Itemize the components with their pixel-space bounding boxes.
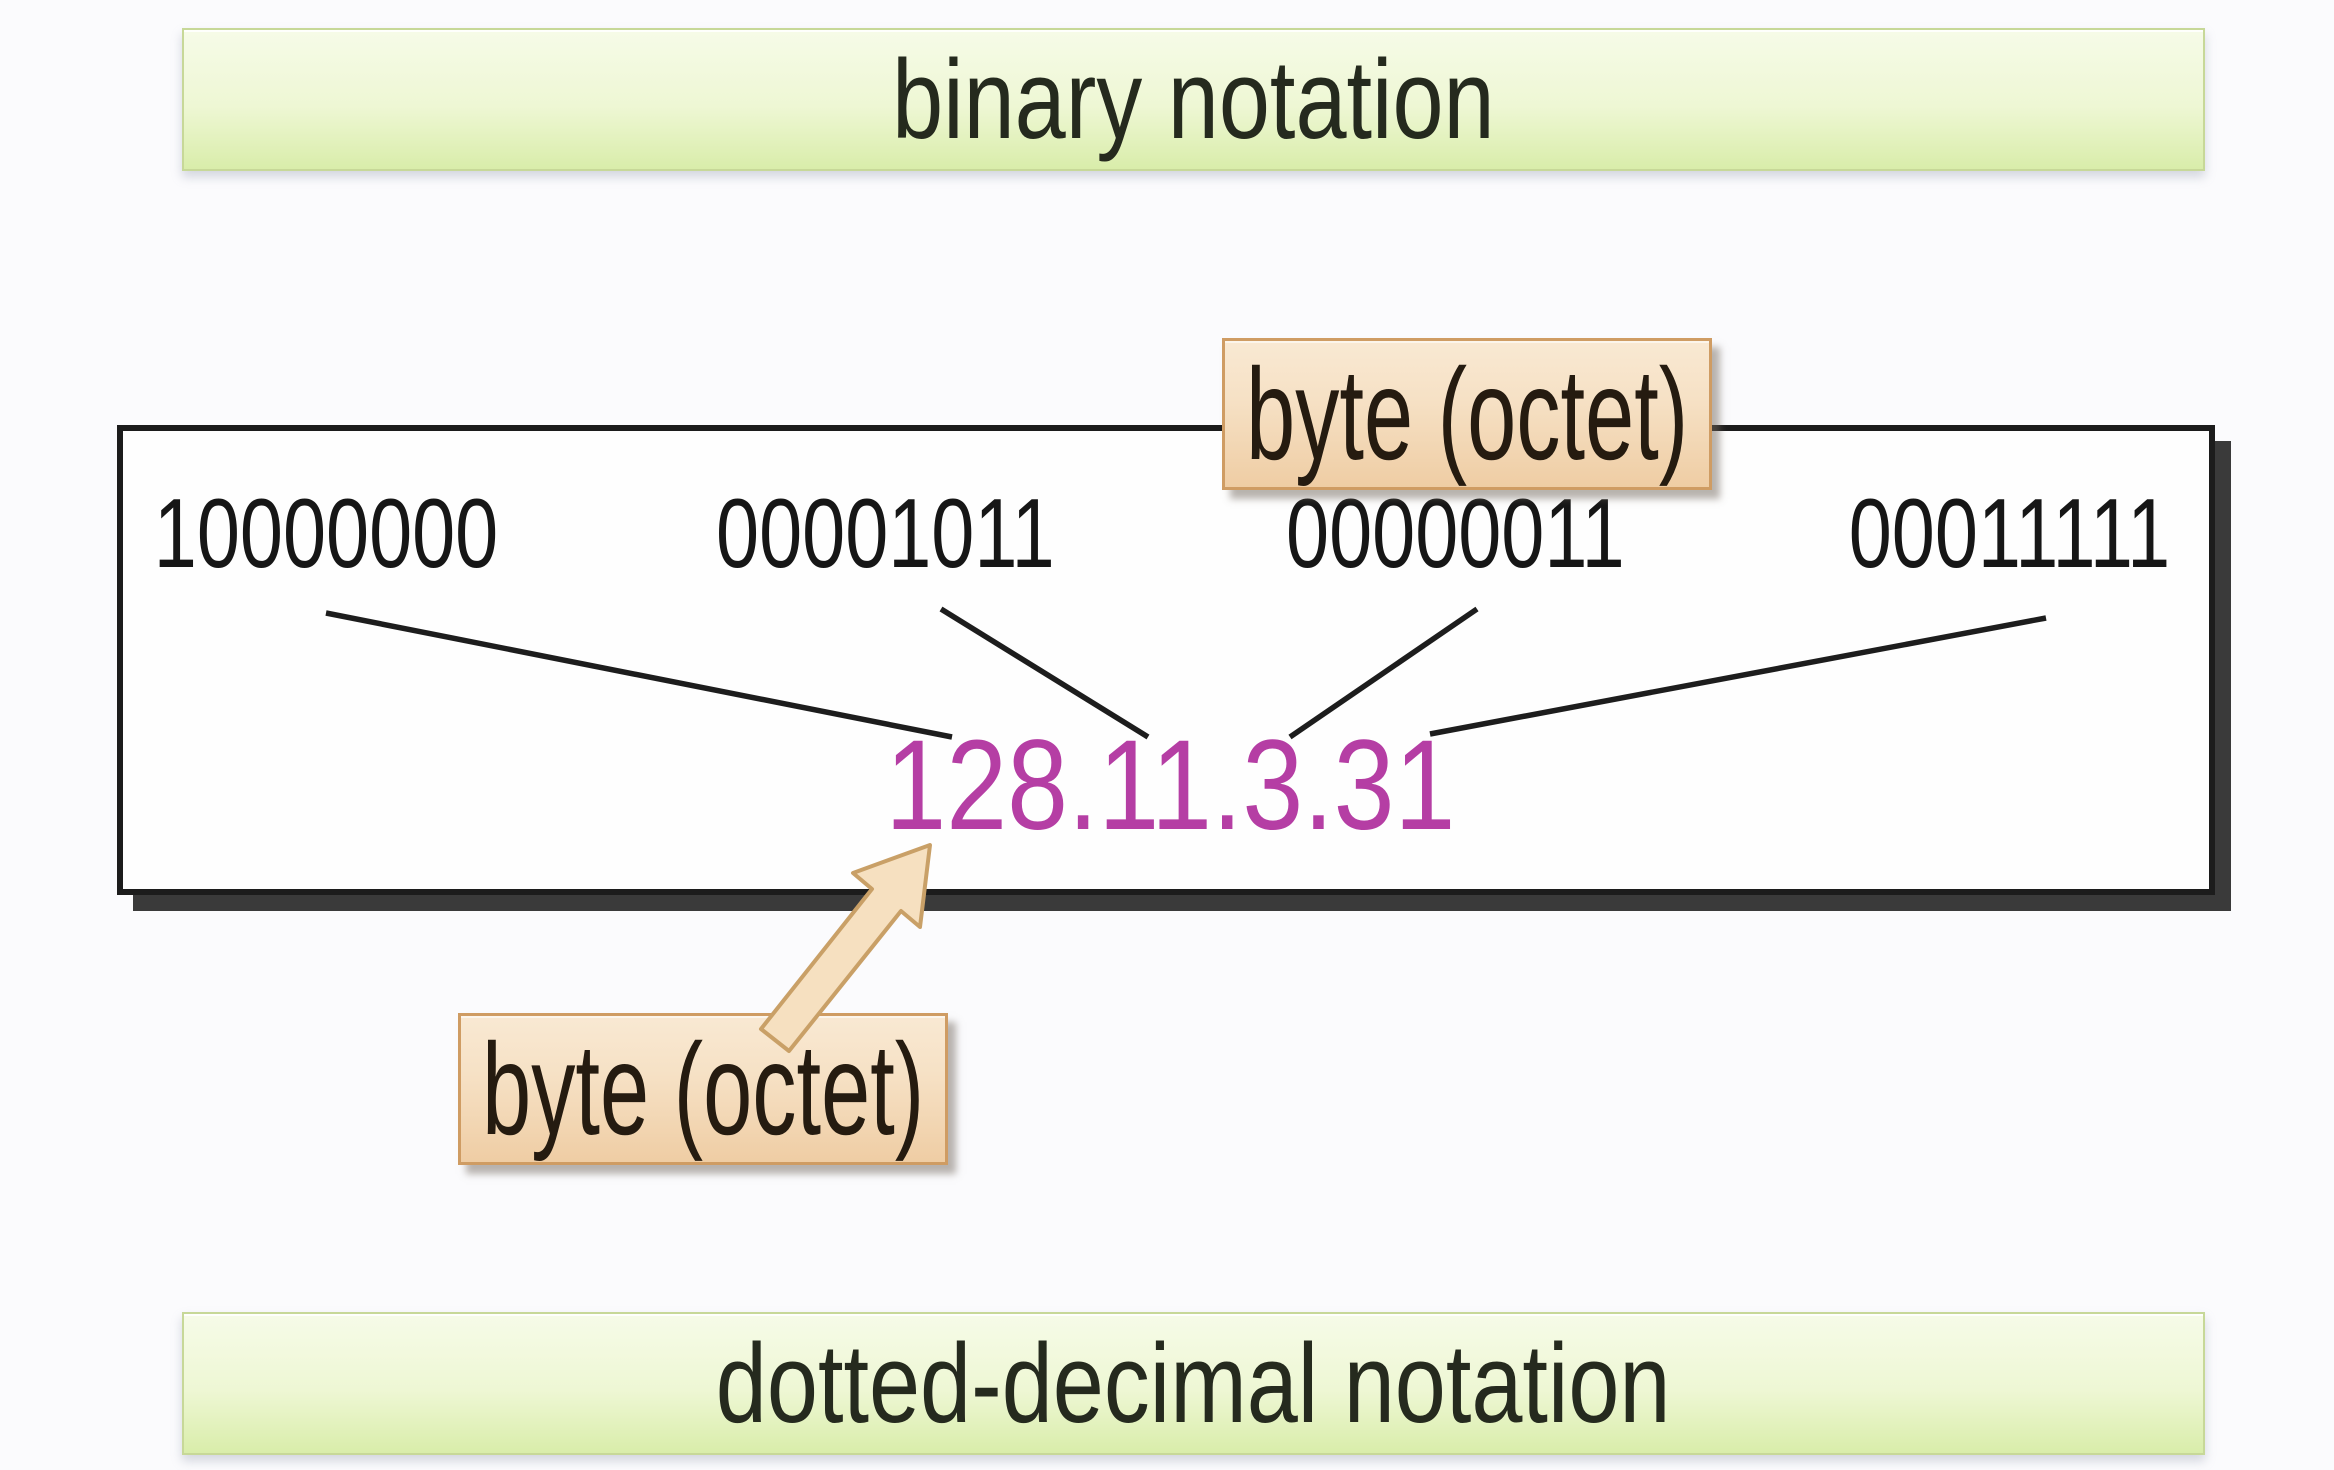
byte-octet-callout-top: byte (octet)	[1222, 338, 1712, 490]
binary-octet-1: 10000000	[153, 478, 499, 588]
binary-octet-4: 00011111	[1848, 478, 2170, 588]
dotted-decimal-value: 128.11.3.31	[884, 714, 1456, 857]
byte-octet-callout-bottom: byte (octet)	[458, 1013, 948, 1165]
binary-notation-title: binary notation	[892, 36, 1495, 162]
byte-octet-label-top: byte (octet)	[1245, 341, 1689, 487]
dotted-decimal-title: dotted-decimal notation	[716, 1320, 1671, 1446]
binary-octet-2: 00001011	[715, 478, 1055, 588]
binary-octet-3: 00000011	[1285, 478, 1625, 588]
binary-notation-banner: binary notation	[182, 28, 2205, 171]
dotted-decimal-banner: dotted-decimal notation	[182, 1312, 2205, 1455]
byte-octet-label-bottom: byte (octet)	[481, 1016, 925, 1162]
